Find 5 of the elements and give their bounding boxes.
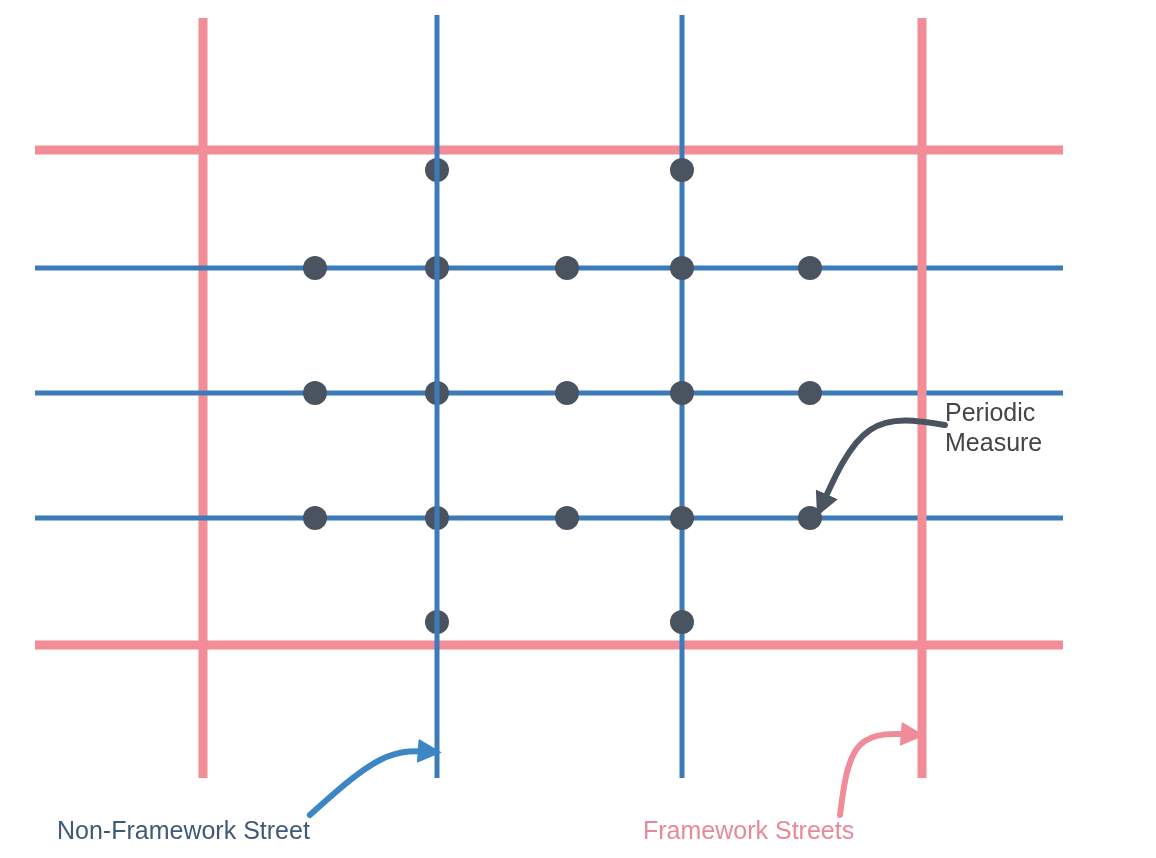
measure-point bbox=[798, 506, 822, 530]
annotation-label: Framework Streets bbox=[643, 815, 855, 845]
annotation-label: Periodic Measure bbox=[945, 397, 1044, 457]
leader-arrow bbox=[306, 738, 442, 818]
annotation-label: Non-Framework Street bbox=[57, 815, 310, 845]
